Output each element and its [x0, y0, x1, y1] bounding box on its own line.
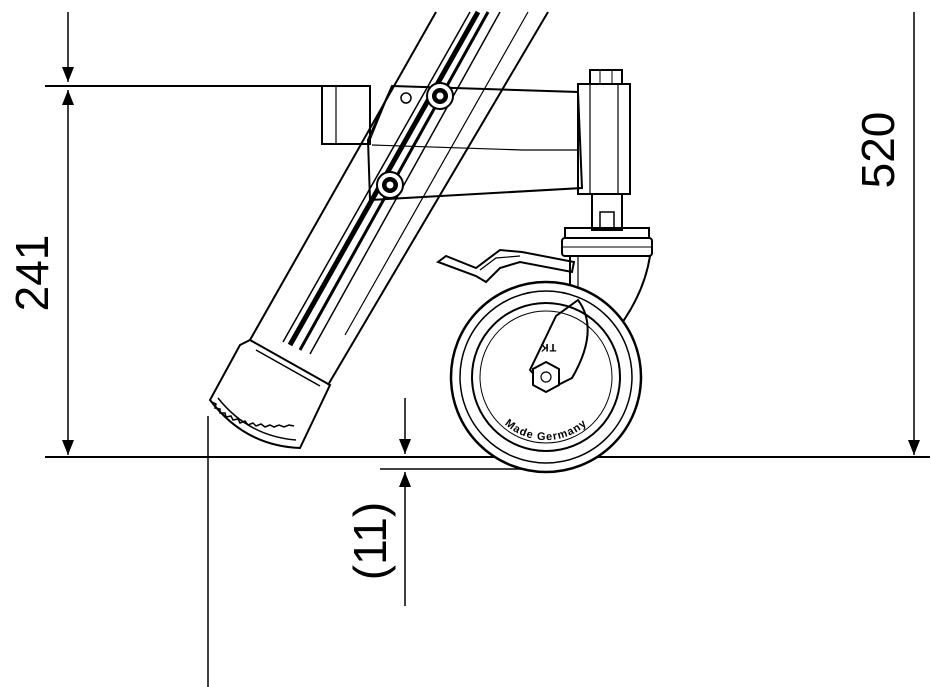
dimension-label-11: (11) — [344, 502, 396, 580]
small-hole — [400, 92, 412, 104]
rubber-foot — [208, 338, 332, 450]
dimension-241: 241 — [6, 12, 330, 455]
caster-swivel-plate — [561, 227, 653, 257]
bracket-housing — [321, 69, 631, 231]
wheel-logo: TK — [540, 341, 557, 353]
bolt-lower — [376, 171, 404, 199]
hub-nut — [532, 360, 560, 394]
brake-lever — [435, 248, 576, 284]
caster-wheel: TK Made Germany — [449, 280, 643, 474]
dimension-label-520: 520 — [852, 112, 904, 189]
dimension-label-241: 241 — [6, 235, 58, 312]
dimension-520: 520 — [852, 12, 920, 455]
dimension-11: (11) — [344, 398, 528, 606]
bolt-upper — [426, 82, 454, 110]
